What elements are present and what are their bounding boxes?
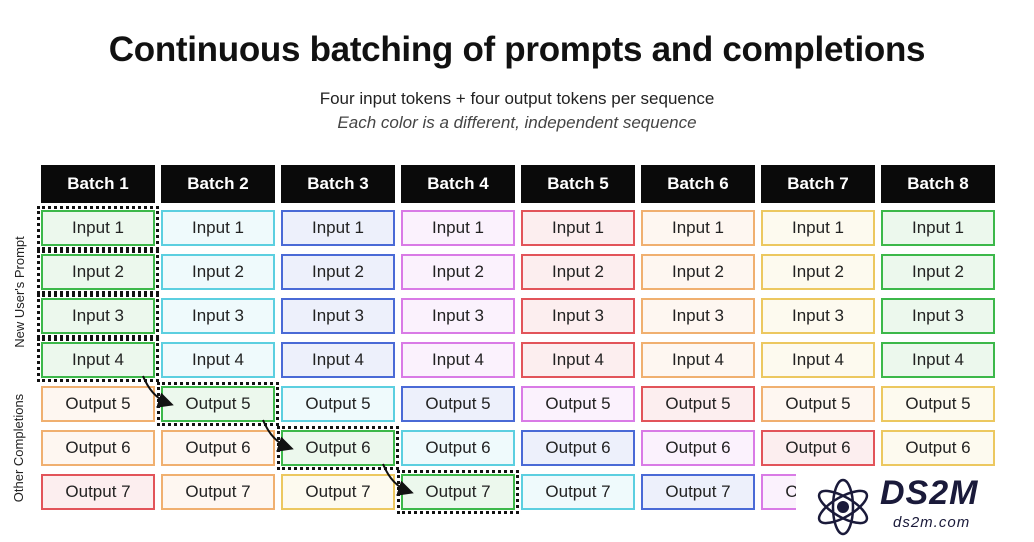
- token-cell: Output 5: [521, 386, 635, 422]
- token-cell: Input 3: [881, 298, 995, 334]
- token-cell: Input 2: [521, 254, 635, 290]
- token-cell: Input 4: [281, 342, 395, 378]
- token-cell: Input 3: [521, 298, 635, 334]
- token-cell: Output 7: [521, 474, 635, 510]
- token-cell: Output 5: [761, 386, 875, 422]
- token-cell: Input 4: [641, 342, 755, 378]
- batch-header-5: Batch 5: [521, 165, 635, 203]
- batch-header-8: Batch 8: [881, 165, 995, 203]
- token-cell: Output 5: [41, 386, 155, 422]
- token-cell: Input 1: [281, 210, 395, 246]
- token-cell: Input 2: [641, 254, 755, 290]
- token-cell: Input 3: [641, 298, 755, 334]
- diagram-note: Each color is a different, independent s…: [337, 113, 697, 132]
- token-cell: Input 4: [37, 338, 159, 382]
- token-cell: Output 7: [281, 474, 395, 510]
- atom-logo-icon: [817, 478, 869, 536]
- token-cell: Input 4: [761, 342, 875, 378]
- diagram-title: Continuous batching of prompts and compl…: [108, 30, 926, 69]
- watermark-brand: DS2M: [880, 474, 979, 512]
- batch-header-3: Batch 3: [281, 165, 395, 203]
- token-cell: Input 2: [37, 250, 159, 294]
- token-cell: Input 1: [521, 210, 635, 246]
- token-cell: Output 6: [277, 426, 399, 470]
- token-cell: Output 6: [881, 430, 995, 466]
- token-cell: Input 2: [881, 254, 995, 290]
- token-cell: Input 4: [401, 342, 515, 378]
- token-cell: Input 1: [37, 206, 159, 250]
- token-cell: Output 6: [41, 430, 155, 466]
- token-cell: Output 6: [761, 430, 875, 466]
- token-cell: Input 3: [37, 294, 159, 338]
- token-cell: Output 5: [281, 386, 395, 422]
- token-cell: Input 1: [761, 210, 875, 246]
- diagram-subtitle: Four input tokens + four output tokens p…: [319, 89, 715, 108]
- token-cell: Input 3: [761, 298, 875, 334]
- token-cell: Input 3: [161, 298, 275, 334]
- batch-header-2: Batch 2: [161, 165, 275, 203]
- token-cell: Input 1: [161, 210, 275, 246]
- token-cell: Input 4: [521, 342, 635, 378]
- token-cell: Input 4: [881, 342, 995, 378]
- token-cell: Input 3: [401, 298, 515, 334]
- token-cell: Output 5: [401, 386, 515, 422]
- token-cell: Output 6: [401, 430, 515, 466]
- batch-header-7: Batch 7: [761, 165, 875, 203]
- token-cell: Output 7: [397, 470, 519, 514]
- token-cell: Input 1: [401, 210, 515, 246]
- token-cell: Output 7: [161, 474, 275, 510]
- token-cell: Input 4: [161, 342, 275, 378]
- token-cell: Input 2: [281, 254, 395, 290]
- batch-header-1: Batch 1: [41, 165, 155, 203]
- token-cell: Output 6: [161, 430, 275, 466]
- token-cell: Output 7: [41, 474, 155, 510]
- token-cell: Input 2: [761, 254, 875, 290]
- token-cell: Input 3: [281, 298, 395, 334]
- token-cell: Output 6: [521, 430, 635, 466]
- token-cell: Input 1: [881, 210, 995, 246]
- token-cell: Output 5: [157, 382, 279, 426]
- token-cell: Output 5: [881, 386, 995, 422]
- token-cell: Input 1: [641, 210, 755, 246]
- batch-header-6: Batch 6: [641, 165, 755, 203]
- token-cell: Output 6: [641, 430, 755, 466]
- token-cell: Output 5: [641, 386, 755, 422]
- batch-header-4: Batch 4: [401, 165, 515, 203]
- token-cell: Input 2: [401, 254, 515, 290]
- watermark-site: ds2m.com: [893, 514, 971, 531]
- token-cell: Output 7: [641, 474, 755, 510]
- watermark-backdrop: [796, 472, 1034, 542]
- token-cell: Input 2: [161, 254, 275, 290]
